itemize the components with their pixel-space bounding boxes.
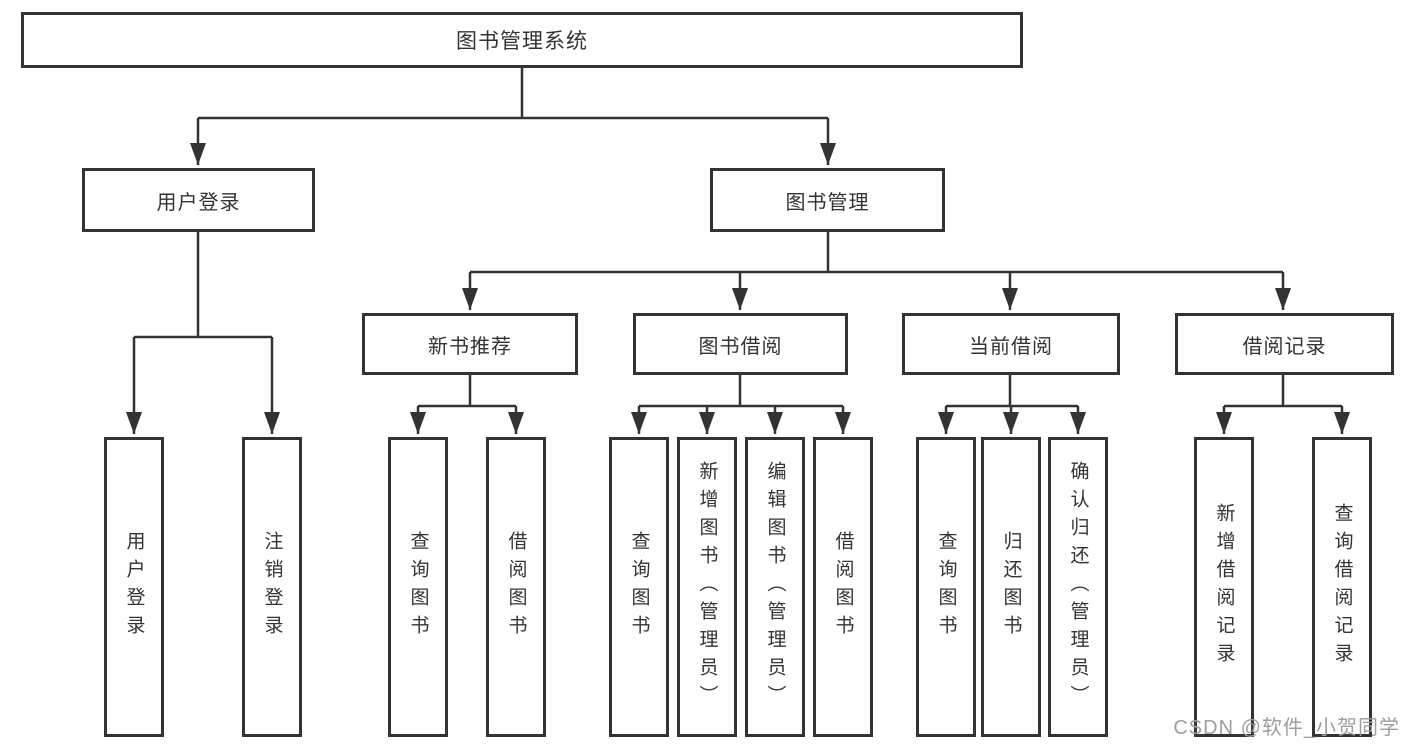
node-leaf-logout-login-label: 注销登录 — [261, 531, 283, 643]
node-leaf-query-book-borrow: 查询图书 — [609, 437, 669, 737]
node-book-borrow-label: 图书借阅 — [698, 335, 783, 358]
node-new-book-rec-label: 新书推荐 — [428, 335, 512, 358]
node-leaf-query-borrow-record: 查询借阅记录 — [1312, 437, 1372, 737]
node-user-login-branch: 用户登录 — [82, 168, 315, 232]
node-borrow-record-label: 借阅记录 — [1242, 335, 1327, 358]
node-leaf-add-borrow-record-label: 新增借阅记录 — [1213, 503, 1235, 671]
node-book-mgmt-branch-label: 图书管理 — [785, 191, 870, 214]
node-leaf-edit-book-admin-label: 编辑图书（管理员） — [764, 461, 786, 713]
watermark: CSDN @软件_小贺同学 — [1173, 717, 1400, 739]
node-leaf-user-login-label: 用户登录 — [123, 531, 145, 643]
node-root-label: 图书管理系统 — [456, 30, 588, 53]
node-leaf-add-book-admin-label: 新增图书（管理员） — [696, 461, 718, 713]
node-leaf-query-book-borrow-label: 查询图书 — [628, 531, 650, 643]
node-borrow-record: 借阅记录 — [1175, 313, 1394, 375]
node-leaf-borrow-book-borrow: 借阅图书 — [813, 437, 873, 737]
node-leaf-user-login: 用户登录 — [104, 437, 164, 737]
node-leaf-borrow-book-borrow-label: 借阅图书 — [832, 531, 854, 643]
node-leaf-confirm-return-admin: 确认归还（管理员） — [1048, 437, 1108, 737]
node-leaf-add-book-admin: 新增图书（管理员） — [677, 437, 737, 737]
node-leaf-logout-login: 注销登录 — [242, 437, 302, 737]
node-leaf-query-book-rec: 查询图书 — [388, 437, 448, 737]
node-leaf-add-borrow-record: 新增借阅记录 — [1194, 437, 1254, 737]
node-leaf-query-borrow-record-label: 查询借阅记录 — [1331, 503, 1353, 671]
node-book-mgmt-branch: 图书管理 — [710, 168, 945, 232]
node-current-borrow-label: 当前借阅 — [969, 335, 1053, 358]
node-leaf-return-book-label: 归还图书 — [1000, 531, 1022, 643]
node-book-borrow: 图书借阅 — [633, 313, 848, 375]
node-root: 图书管理系统 — [21, 12, 1023, 68]
node-leaf-query-book-current-label: 查询图书 — [935, 531, 957, 643]
node-leaf-query-book-current: 查询图书 — [916, 437, 976, 737]
node-new-book-rec: 新书推荐 — [362, 313, 578, 375]
node-leaf-edit-book-admin: 编辑图书（管理员） — [745, 437, 805, 737]
node-leaf-confirm-return-admin-label: 确认归还（管理员） — [1067, 461, 1089, 713]
node-leaf-borrow-book-rec: 借阅图书 — [486, 437, 546, 737]
node-leaf-query-book-rec-label: 查询图书 — [407, 531, 429, 643]
node-user-login-branch-label: 用户登录 — [156, 191, 241, 214]
node-leaf-return-book: 归还图书 — [981, 437, 1041, 737]
node-current-borrow: 当前借阅 — [902, 313, 1120, 375]
node-leaf-borrow-book-rec-label: 借阅图书 — [505, 531, 527, 643]
